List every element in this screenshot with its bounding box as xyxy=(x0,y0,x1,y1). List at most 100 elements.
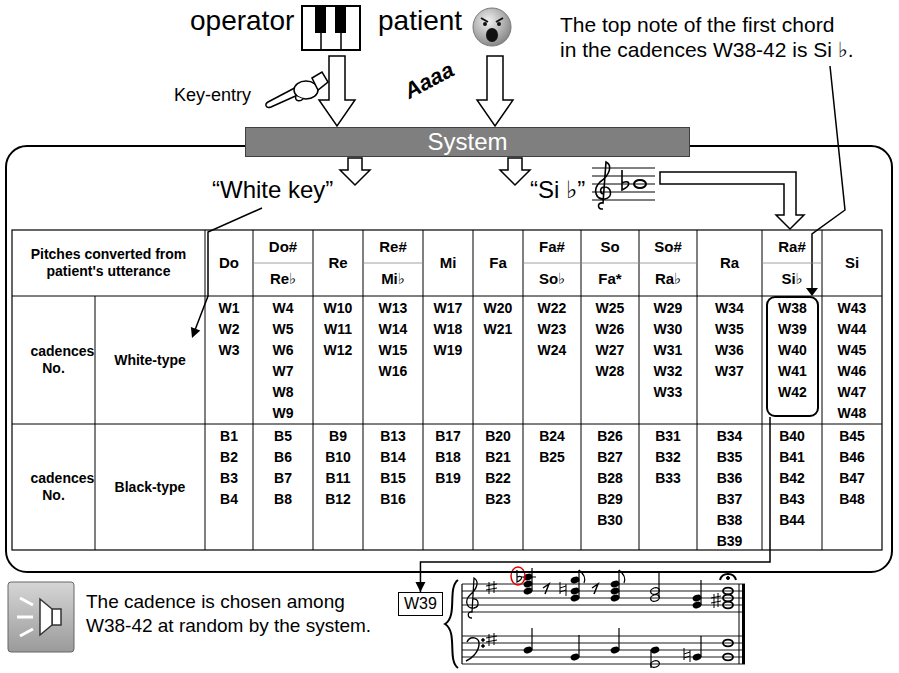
cadence-number: B28 xyxy=(597,468,623,489)
cadence-number: B31 xyxy=(655,426,681,447)
pitch-header: Ra♭ xyxy=(655,270,681,288)
table-cell: B37 xyxy=(697,489,762,510)
cadence-number: W31 xyxy=(654,340,683,361)
table-cell: B27 xyxy=(581,447,639,468)
music-score xyxy=(462,584,745,585)
table-subdivider xyxy=(639,263,697,264)
table-grid xyxy=(313,230,314,550)
table-cell: B2 xyxy=(205,447,253,468)
music-score xyxy=(700,580,701,605)
cadence-number: B27 xyxy=(597,447,623,468)
hand-icon xyxy=(312,72,328,90)
callout-note: The top note of the first chord in the c… xyxy=(560,12,855,62)
table-cell: W20 xyxy=(473,298,523,319)
leader-line xyxy=(806,288,818,296)
cadence-number: B20 xyxy=(485,426,511,447)
table-grid xyxy=(697,230,698,550)
table-cell: W10 xyxy=(313,298,363,319)
table-cell: B20 xyxy=(473,426,523,447)
table-grid xyxy=(12,230,882,550)
cadence-number: W32 xyxy=(654,361,683,382)
table-grid xyxy=(473,230,474,550)
music-score xyxy=(445,567,745,669)
cadence-number: W12 xyxy=(324,340,353,361)
music-score xyxy=(467,578,478,618)
cadence-number: W10 xyxy=(324,298,353,319)
table-cell: Re♭ xyxy=(253,263,313,295)
cadence-number: B7 xyxy=(274,468,292,489)
table-subdivider xyxy=(581,263,639,264)
speaker-icon xyxy=(8,582,74,652)
cadence-number: B43 xyxy=(779,489,805,510)
music-score xyxy=(462,605,745,606)
table-cell: B4 xyxy=(205,489,253,510)
music-score xyxy=(723,588,733,595)
table-cell: B17 xyxy=(423,426,473,447)
table-cell: B3 xyxy=(205,468,253,489)
table-cell: W7 xyxy=(253,361,313,382)
table-grid xyxy=(95,296,96,550)
table-grid xyxy=(423,230,424,550)
cadence-number: B38 xyxy=(717,510,743,531)
music-score xyxy=(462,591,745,592)
table-grid xyxy=(205,230,206,550)
cadence-number: W14 xyxy=(379,319,408,340)
patient-face-icon xyxy=(473,8,511,46)
cadence-number: B17 xyxy=(435,426,461,447)
cadence-number: W5 xyxy=(273,319,294,340)
table-cell: Re xyxy=(313,230,363,296)
table-cell: Mi xyxy=(423,230,473,296)
table-cell: W12 xyxy=(313,340,363,361)
music-score xyxy=(739,584,740,664)
output-arrow xyxy=(340,158,530,185)
table-grid xyxy=(12,296,882,297)
music-score xyxy=(462,643,745,644)
table-cell: W23 xyxy=(523,319,581,340)
table-cell: W13 xyxy=(363,298,423,319)
table-cell: W26 xyxy=(581,319,639,340)
selected-cadences-box: W38W39W40W41W42 xyxy=(766,296,819,417)
cadence-number: W15 xyxy=(379,340,408,361)
table-cell: So♭ xyxy=(523,263,581,295)
table-cell: B19 xyxy=(423,468,473,489)
table-cell: W21 xyxy=(473,319,523,340)
leader-line xyxy=(806,66,845,296)
table-cell: B40 xyxy=(762,426,822,447)
table-cell: B45 xyxy=(822,426,882,447)
pitch-header: Mi♭ xyxy=(381,270,405,288)
table-cell: cadences No. xyxy=(12,296,95,424)
staff-notation xyxy=(622,170,629,190)
cadence-number: B29 xyxy=(597,489,623,510)
table-cell: B32 xyxy=(639,447,697,468)
node-text: “White key” xyxy=(212,176,333,204)
flow-arrow xyxy=(660,172,804,229)
table-cell: B8 xyxy=(253,489,313,510)
table-header: Pitches converted from patient's utteran… xyxy=(30,246,187,280)
cadence-number: B6 xyxy=(274,447,292,468)
table-cell: W44 xyxy=(822,319,882,340)
cadence-number: B3 xyxy=(220,468,238,489)
table-cell: B44 xyxy=(762,510,822,531)
table-cell: B36 xyxy=(697,468,762,489)
table-grid xyxy=(12,424,882,425)
table-grid xyxy=(581,230,582,550)
music-score xyxy=(684,648,690,662)
table-cell: B30 xyxy=(581,510,639,531)
keyboard-icon xyxy=(302,6,360,50)
cadence-number: W26 xyxy=(596,319,625,340)
pitch-header: Ra xyxy=(720,254,739,272)
cadence-number: W27 xyxy=(596,340,625,361)
music-score xyxy=(742,584,745,664)
music-score xyxy=(511,567,525,585)
music-score xyxy=(700,636,701,657)
table-cell: B12 xyxy=(313,489,363,510)
cadence-tag: W39 xyxy=(398,592,443,616)
music-score xyxy=(462,636,745,637)
hand-icon xyxy=(266,72,328,107)
table-cell: B14 xyxy=(363,447,423,468)
table-cell: B38 xyxy=(697,510,762,531)
cadence-number: W44 xyxy=(838,319,867,340)
node-text: W39 xyxy=(778,319,807,340)
music-score xyxy=(578,570,579,598)
music-score xyxy=(618,570,619,598)
